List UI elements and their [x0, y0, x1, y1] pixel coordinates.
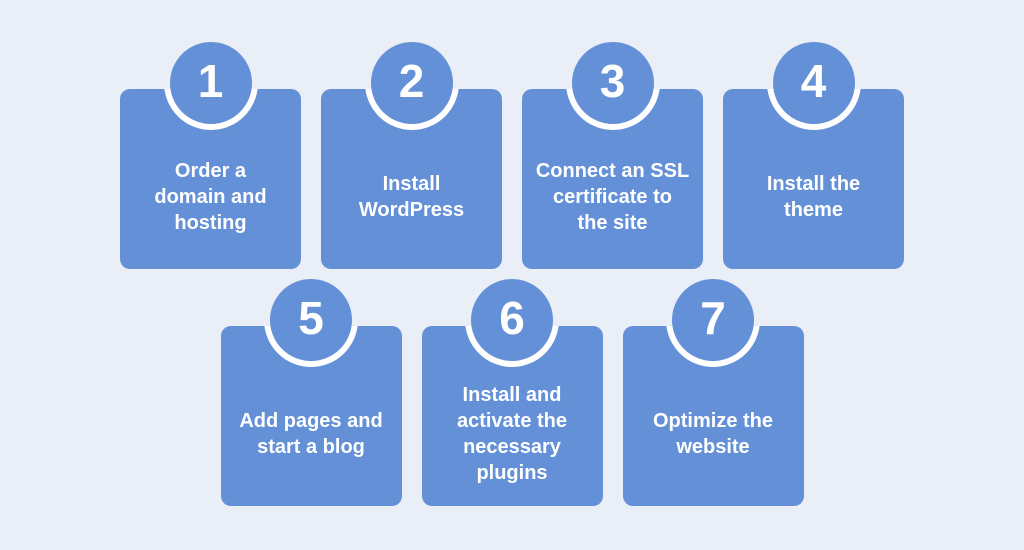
step-3-number: 3	[599, 55, 626, 107]
step-3-card: Connect an SSL certificate to the site	[522, 89, 703, 269]
step-4-number-badge: 4	[772, 42, 855, 124]
step-1-number-badge: 1	[169, 42, 252, 124]
step-3-label: Connect an SSL certificate to the site	[535, 159, 690, 234]
step-5-number: 5	[298, 292, 324, 344]
steps-row-1: Order a domain and hosting 1 Install Wor…	[120, 42, 904, 269]
steps-row-2: Add pages and start a blog 5 Install and…	[220, 279, 804, 506]
step-7-label: Optimize the website	[652, 409, 773, 458]
step-6-number-badge: 6	[471, 279, 553, 361]
step-7-number: 7	[700, 292, 726, 344]
step-6: Install and activate the necessary plugi…	[421, 279, 603, 506]
step-4-label: Install the theme	[766, 172, 861, 221]
step-1-number: 1	[197, 55, 224, 107]
step-3: Connect an SSL certificate to the site 3	[522, 42, 703, 269]
step-7: Optimize the website 7	[622, 279, 804, 506]
step-5-number-badge: 5	[270, 279, 352, 361]
step-5-label: Add pages and start a blog	[239, 409, 383, 458]
step-3-number-badge: 3	[571, 42, 654, 124]
step-6-label: Install and activate the necessary plugi…	[456, 383, 568, 484]
step-5: Add pages and start a blog 5	[220, 279, 402, 506]
step-2-label: Install WordPress	[358, 172, 465, 221]
step-1: Order a domain and hosting 1	[120, 42, 301, 269]
step-6-number: 6	[499, 292, 525, 344]
step-4-number: 4	[800, 55, 827, 107]
step-2-number-badge: 2	[370, 42, 453, 124]
step-1-label: Order a domain and hosting	[154, 159, 267, 234]
step-2-number: 2	[398, 55, 425, 107]
step-7-number-badge: 7	[672, 279, 754, 361]
step-2: Install WordPress 2	[321, 42, 502, 269]
step-4: Install the theme 4	[723, 42, 904, 269]
